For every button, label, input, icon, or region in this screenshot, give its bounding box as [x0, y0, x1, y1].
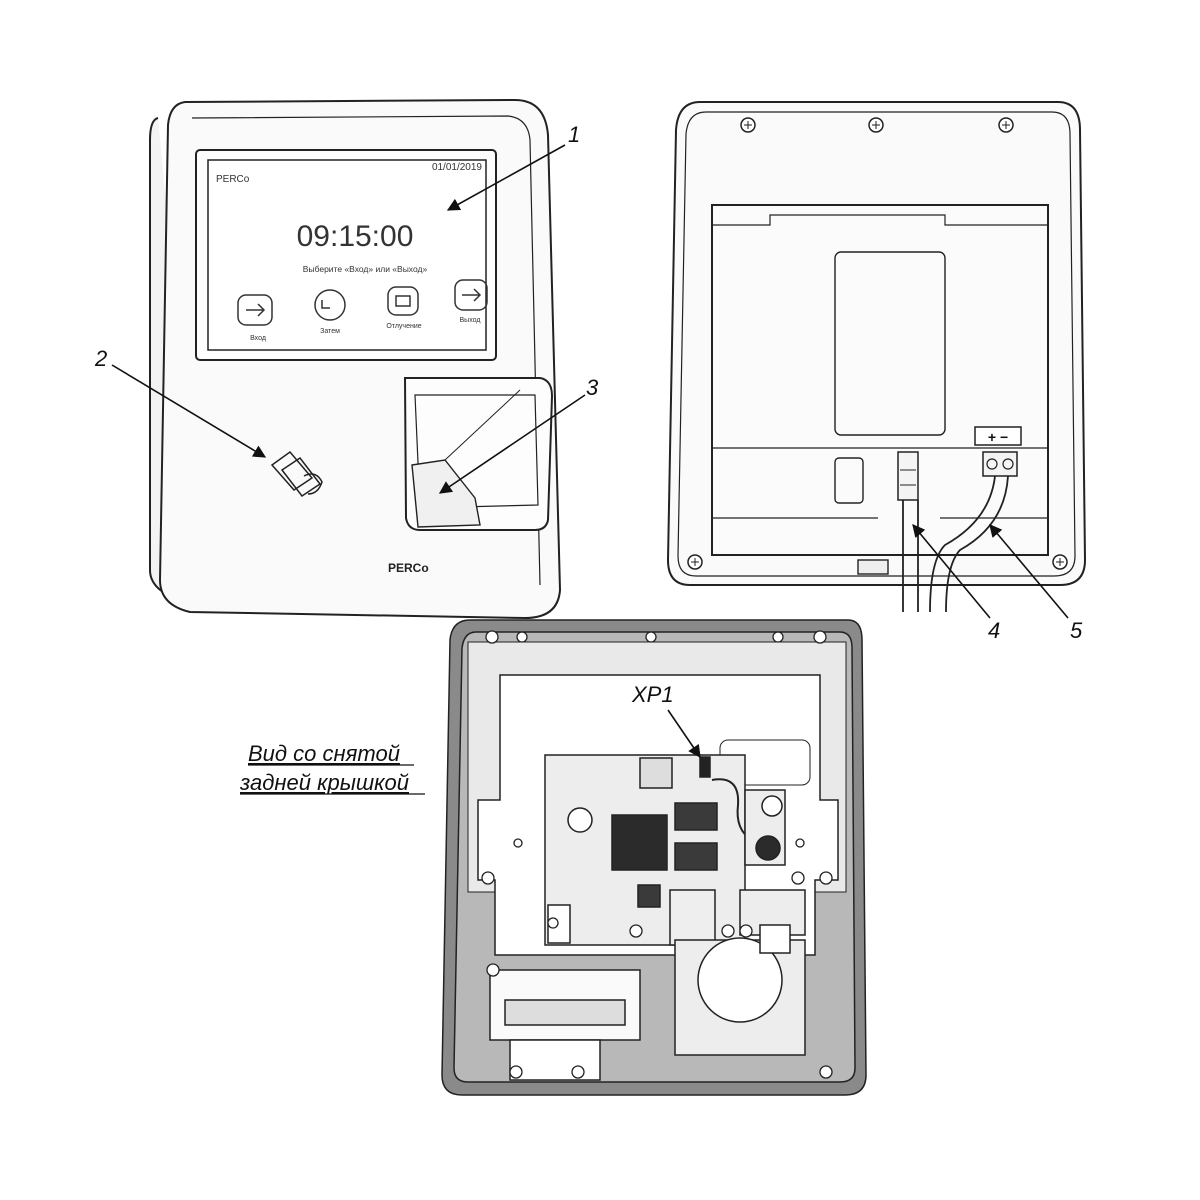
callout-4: 4 [988, 618, 1000, 643]
callout-2: 2 [94, 346, 107, 371]
callout-xp1: XP1 [631, 682, 674, 707]
absence-button-icon [387, 286, 419, 316]
undo-button-icon [314, 289, 346, 321]
caption-line-2: задней крышкой [239, 770, 409, 795]
polarity-label: + − [988, 429, 1008, 445]
exit-label: Выход [460, 317, 481, 324]
callout-5: 5 [1070, 618, 1083, 643]
front-view [149, 98, 562, 620]
back-view [666, 101, 1087, 613]
callout-1: 1 [568, 122, 580, 147]
exit-button-icon [454, 279, 488, 311]
internal-view [441, 619, 867, 1096]
front-brand-logo: PERCo [388, 561, 429, 575]
absence-label: Отлучение [386, 323, 421, 330]
front-screen: PERCo 01/01/2019 09:15:00 Выберите «Вход… [216, 162, 488, 342]
leader-lines [111, 144, 1069, 759]
caption-line-1: Вид со снятой [248, 741, 400, 766]
screen-brand: PERCo [216, 174, 250, 185]
entry-label: Вход [250, 335, 266, 342]
callout-3: 3 [586, 375, 599, 400]
screen-date: 01/01/2019 [432, 162, 482, 173]
entry-button-icon [237, 294, 273, 326]
screen-time: 09:15:00 [297, 220, 414, 253]
rfid-card-icon [270, 450, 323, 498]
screen-prompt: Выберите «Вход» или «Выход» [303, 264, 428, 274]
polarity-label-box [974, 426, 1022, 446]
undo-label: Затем [320, 328, 340, 335]
